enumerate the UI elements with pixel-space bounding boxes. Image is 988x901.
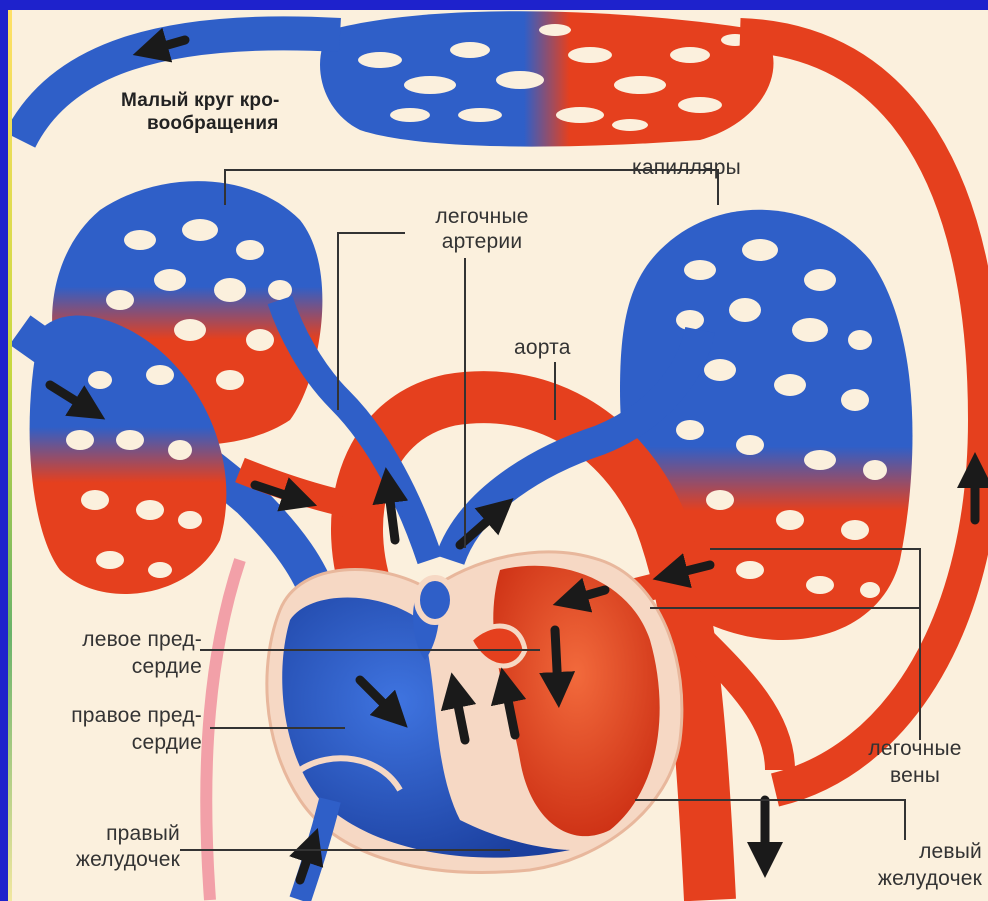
label-left-atrium-2: сердие [12,655,202,679]
label-capillaries: капилляры [632,156,741,180]
label-left-atrium-1: левое пред- [12,628,202,652]
label-right-ventricle-1: правый [12,822,180,846]
diagram-panel: Малый круг кро- вообращения капилляры ле… [12,10,988,901]
title-line-1: Малый круг кро- [121,89,280,112]
label-pulmonary-veins-1: легочные [840,737,988,761]
title-line-2: вообращения [147,112,279,135]
label-left-ventricle-1: левый [812,840,982,864]
upper-lung-capillary-band [320,11,774,146]
label-right-atrium-2: сердие [12,731,202,755]
label-pulmonary-arteries-2: артерии [402,230,562,254]
label-aorta: аорта [514,336,571,360]
label-pulmonary-arteries-1: легочные [402,205,562,229]
label-right-ventricle-2: желудочек [12,848,180,872]
label-pulmonary-veins-2: вены [840,764,988,788]
label-right-atrium-1: правое пред- [12,704,202,728]
label-left-ventricle-2: желудочек [812,867,982,891]
